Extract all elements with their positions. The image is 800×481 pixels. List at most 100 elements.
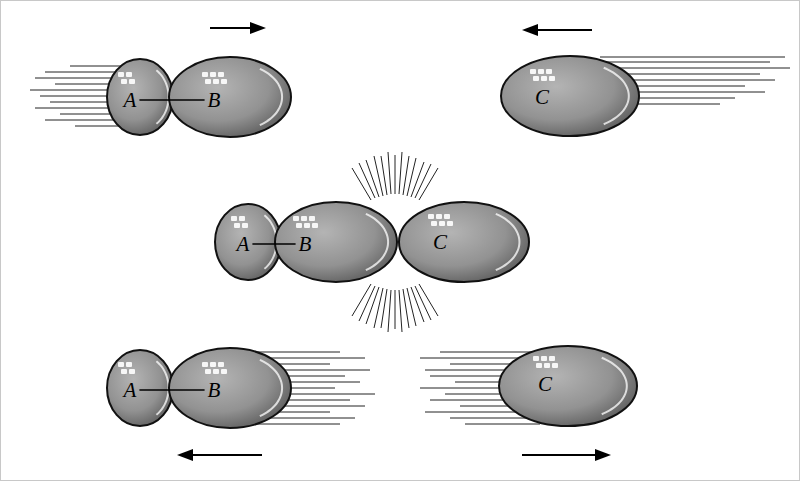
reflection	[202, 362, 208, 367]
reflection	[309, 216, 315, 221]
sphere: A	[214, 203, 282, 281]
reflection	[296, 223, 302, 228]
reflection	[231, 216, 237, 221]
sphere: B	[168, 347, 292, 429]
highlight	[156, 361, 168, 415]
object-letter: B	[208, 90, 221, 111]
sphere-outline	[275, 202, 397, 282]
reflection	[121, 369, 127, 374]
reflection	[428, 214, 434, 219]
reflection	[213, 79, 219, 84]
reflection	[126, 72, 132, 77]
reflection	[447, 221, 453, 226]
reflection	[205, 369, 211, 374]
sphere: B	[274, 201, 398, 283]
reflection	[129, 369, 135, 374]
sphere: C	[398, 201, 530, 283]
sphere-outline	[107, 350, 173, 426]
reflection	[538, 69, 544, 74]
sphere-outline	[169, 57, 291, 137]
sphere-shape	[168, 347, 292, 429]
reflection	[242, 223, 248, 228]
sphere-outline	[399, 202, 529, 282]
motion-arrow	[522, 449, 611, 461]
reflection	[533, 76, 539, 81]
reflection	[541, 76, 547, 81]
motion-arrow	[177, 449, 262, 461]
reflection	[549, 356, 555, 361]
reflection	[312, 223, 318, 228]
sphere-shape	[274, 201, 398, 283]
sphere-outline	[501, 56, 639, 136]
highlight	[260, 360, 282, 416]
sphere: C	[498, 345, 638, 427]
joining-rod	[139, 389, 204, 391]
highlight	[156, 70, 168, 124]
reflection	[301, 216, 307, 221]
reflection	[118, 72, 124, 77]
reflection	[210, 72, 216, 77]
highlight	[604, 68, 629, 124]
reflection	[221, 369, 227, 374]
reflection	[549, 76, 555, 81]
reflection	[436, 214, 442, 219]
highlight	[602, 358, 627, 414]
highlight	[260, 69, 282, 125]
motion-arrow	[522, 24, 592, 36]
reflection	[202, 72, 208, 77]
object-letter: C	[538, 374, 552, 395]
reflection	[129, 79, 135, 84]
sphere: B	[168, 56, 292, 138]
sphere-outline	[169, 348, 291, 428]
reflection	[205, 79, 211, 84]
reflection	[546, 69, 552, 74]
reflection	[541, 356, 547, 361]
sphere-outline	[215, 204, 281, 280]
reflection	[213, 369, 219, 374]
highlight	[366, 214, 388, 270]
sphere-shape	[500, 55, 640, 137]
reflection	[218, 362, 224, 367]
reflection	[293, 216, 299, 221]
joining-rod	[252, 243, 295, 245]
reflection	[533, 356, 539, 361]
sphere-shape	[106, 349, 174, 427]
object-letter: B	[208, 380, 221, 401]
sphere: A	[106, 349, 174, 427]
reflection	[221, 79, 227, 84]
reflection	[304, 223, 310, 228]
reflection	[552, 363, 558, 368]
reflection	[126, 362, 132, 367]
object-letter: A	[124, 90, 137, 111]
motion-arrow	[210, 22, 266, 34]
object-letter: C	[433, 232, 447, 253]
joining-rod	[139, 99, 204, 101]
reflection	[239, 216, 245, 221]
reflection	[536, 363, 542, 368]
reflection	[544, 363, 550, 368]
object-letter: A	[124, 380, 137, 401]
object-letter: A	[237, 234, 250, 255]
sphere-shape	[168, 56, 292, 138]
sphere-shape	[398, 201, 530, 283]
sphere-shape	[106, 58, 174, 136]
reflection	[118, 362, 124, 367]
object-letter: B	[299, 234, 312, 255]
highlight	[496, 214, 520, 270]
sphere: A	[106, 58, 174, 136]
sphere-outline	[107, 59, 173, 135]
reflection	[431, 221, 437, 226]
reflection	[210, 362, 216, 367]
reflection	[444, 214, 450, 219]
object-letter: C	[535, 87, 549, 108]
sphere-shape	[498, 345, 638, 427]
reflection	[121, 79, 127, 84]
sphere: C	[500, 55, 640, 137]
reflection	[218, 72, 224, 77]
sphere-outline	[499, 346, 637, 426]
reflection	[439, 221, 445, 226]
reflection	[234, 223, 240, 228]
